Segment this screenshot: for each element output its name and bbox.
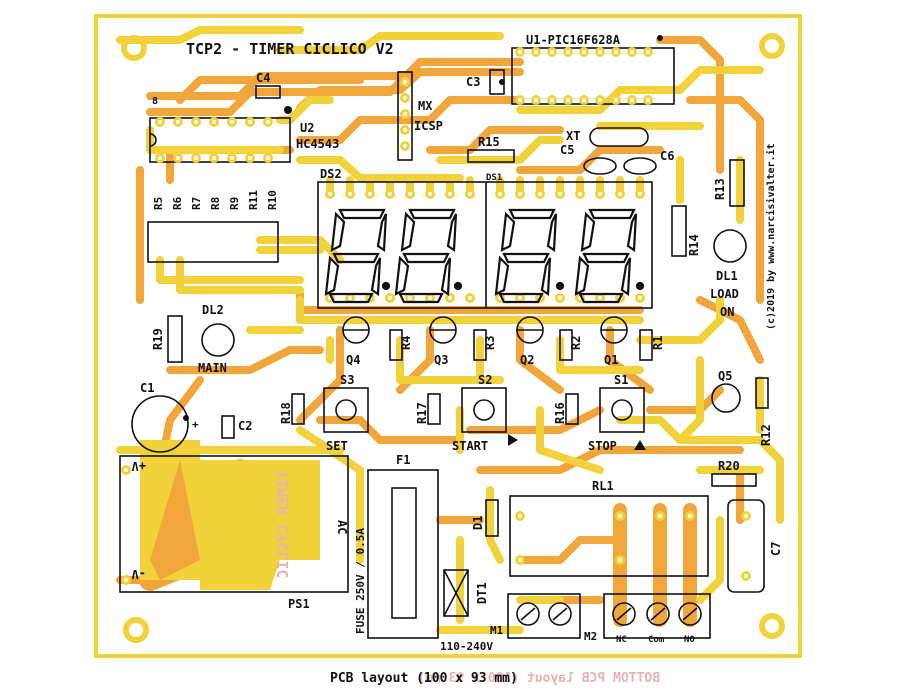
label-m2: M2 xyxy=(584,630,597,643)
label-q1: Q1 xyxy=(604,353,618,367)
label-c6: C6 xyxy=(660,149,674,163)
digit-3 xyxy=(494,208,558,304)
label-r15: R15 xyxy=(478,135,500,149)
label-c4: C4 xyxy=(256,71,270,85)
label-r2: R2 xyxy=(569,336,583,350)
mounting-holes xyxy=(121,33,785,643)
label-r6: R6 xyxy=(171,196,184,210)
label-ac: AC xyxy=(335,520,349,534)
label-r11: R11 xyxy=(247,190,260,210)
label-c1: C1 xyxy=(140,381,154,395)
label-ds1: DS1 xyxy=(486,173,502,183)
silk-labels: TCP2 - TIMER CICLICO V2 U1-PIC16F628A C4… xyxy=(132,33,783,686)
label-r12: R12 xyxy=(759,424,773,446)
label-r19: R19 xyxy=(151,328,165,350)
mirror-text: BOTTOM PCB layout (100 x 93 mm) TIMER CY… xyxy=(274,470,660,686)
label-m1-voltage: 110-240V xyxy=(440,640,493,653)
copyright: (c)2019 by www.narcisivalter.it xyxy=(765,143,777,330)
label-r1: R1 xyxy=(651,336,665,350)
label-u2-part: HC4543 xyxy=(296,137,339,151)
label-c5: C5 xyxy=(560,143,574,157)
label-u1: U1-PIC16F628A xyxy=(526,33,621,47)
label-icsp: ICSP xyxy=(414,119,443,133)
terminal-screws xyxy=(516,602,702,626)
label-q3: Q3 xyxy=(434,353,448,367)
label-ds2: DS2 xyxy=(320,167,342,181)
label-r13: R13 xyxy=(713,178,727,200)
markers xyxy=(183,35,663,450)
silkscreen xyxy=(119,47,769,639)
label-r7: R7 xyxy=(190,197,203,210)
label-plus: + xyxy=(192,418,199,431)
label-r4: R4 xyxy=(399,336,413,350)
label-d1: D1 xyxy=(471,516,485,530)
label-c7: C7 xyxy=(769,542,783,556)
label-set: SET xyxy=(326,439,348,453)
timer-mirror: TIMER CYCLIC xyxy=(274,470,292,578)
ps1-copper xyxy=(140,440,320,590)
board-title: TCP2 - TIMER CICLICO V2 xyxy=(186,40,394,58)
label-c3: C3 xyxy=(466,75,480,89)
label-dt1: DT1 xyxy=(475,582,489,604)
label-r10: R10 xyxy=(266,190,279,210)
label-com: Com xyxy=(648,635,665,645)
label-main: MAIN xyxy=(198,361,227,375)
label-on: ON xyxy=(720,305,734,319)
label-r14: R14 xyxy=(687,234,701,256)
label-r3: R3 xyxy=(483,336,497,350)
label-pin8: 8 xyxy=(152,96,158,107)
label-vplus: +V xyxy=(132,459,146,473)
label-load: LOAD xyxy=(710,287,739,301)
label-fuse: FUSE 250V / 0.5A xyxy=(354,528,367,634)
label-f1: F1 xyxy=(396,453,410,467)
label-s1: S1 xyxy=(614,373,628,387)
label-s2: S2 xyxy=(478,373,492,387)
label-q5: Q5 xyxy=(718,369,732,383)
label-xt: XT xyxy=(566,129,580,143)
label-dl1: DL1 xyxy=(716,269,738,283)
label-mx: MX xyxy=(418,99,433,113)
label-s3: S3 xyxy=(340,373,354,387)
label-stop: STOP xyxy=(588,439,617,453)
seven-segment-display xyxy=(324,208,645,304)
label-c2: C2 xyxy=(238,419,252,433)
label-vminus: -V xyxy=(132,567,146,581)
label-r5: R5 xyxy=(152,197,165,210)
label-u2: U2 xyxy=(300,121,314,135)
label-r8: R8 xyxy=(209,197,222,210)
label-r18: R18 xyxy=(279,402,293,424)
label-ps1: PS1 xyxy=(288,597,310,611)
digit-1 xyxy=(324,208,388,304)
digit-4 xyxy=(574,208,638,304)
label-q2: Q2 xyxy=(520,353,534,367)
digit-2 xyxy=(394,208,458,304)
label-start: START xyxy=(452,439,488,453)
label-r17: R17 xyxy=(415,402,429,424)
label-r20: R20 xyxy=(718,459,740,473)
caption-mirror: BOTTOM PCB layout (100 x 93 mm) xyxy=(417,671,660,686)
traces-top xyxy=(116,26,784,634)
label-r16: R16 xyxy=(553,402,567,424)
label-dl2: DL2 xyxy=(202,303,224,317)
label-nc: NC xyxy=(616,635,627,645)
label-no: NO xyxy=(684,635,695,645)
label-r9: R9 xyxy=(228,197,241,210)
label-m1: M1 xyxy=(490,624,504,637)
label-rl1: RL1 xyxy=(592,479,614,493)
board-caption: PCB layout (100 x 93 mm) xyxy=(330,671,518,686)
label-q4: Q4 xyxy=(346,353,360,367)
